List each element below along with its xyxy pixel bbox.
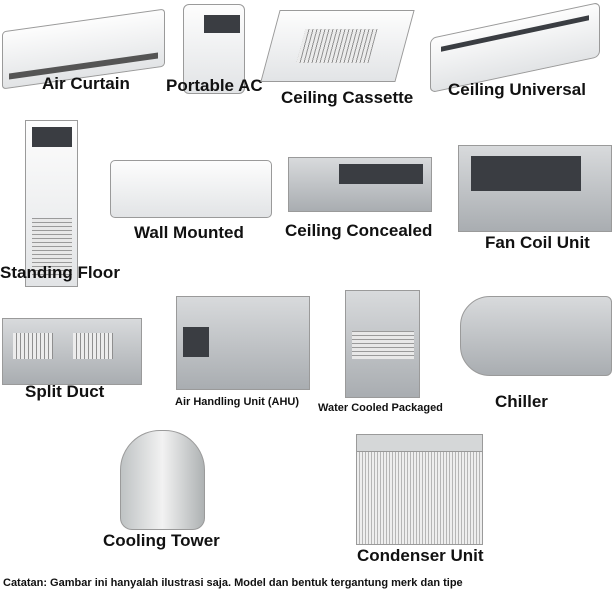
wall-mounted-image [110,160,272,218]
cooling-tower-label: Cooling Tower [103,531,220,550]
ceiling-universal-label: Ceiling Universal [448,80,586,99]
ceiling-concealed-label: Ceiling Concealed [285,221,433,240]
ahu-label: Air Handling Unit (AHU) [175,396,300,408]
water-cooled-packaged-image [345,290,420,398]
air-curtain-label: Air Curtain [42,74,130,93]
chiller-image [460,296,612,376]
cooling-tower-image [120,430,205,530]
ceiling-cassette-label: Ceiling Cassette [281,88,414,107]
ceiling-concealed-image [288,157,432,212]
standing-floor-label: Standing Floor [0,263,120,282]
split-duct-label: Split Duct [25,382,105,401]
standing-floor-image [25,120,78,287]
fan-coil-unit-image [458,145,612,232]
chiller-label: Chiller [495,392,548,411]
ceiling-cassette-image [260,10,415,82]
water-cooled-packaged-label: Water Cooled Packaged [318,402,443,414]
ahu-image [176,296,310,390]
split-duct-image [2,318,142,385]
wall-mounted-label: Wall Mounted [134,223,244,242]
portable-ac-label: Portable AC [166,76,263,95]
condenser-unit-image [356,434,483,545]
portable-ac-image [183,4,245,94]
condenser-unit-label: Condenser Unit [357,546,484,565]
footer-note: Catatan: Gambar ini hanyalah ilustrasi s… [3,577,463,589]
fan-coil-unit-label: Fan Coil Unit [485,233,590,252]
